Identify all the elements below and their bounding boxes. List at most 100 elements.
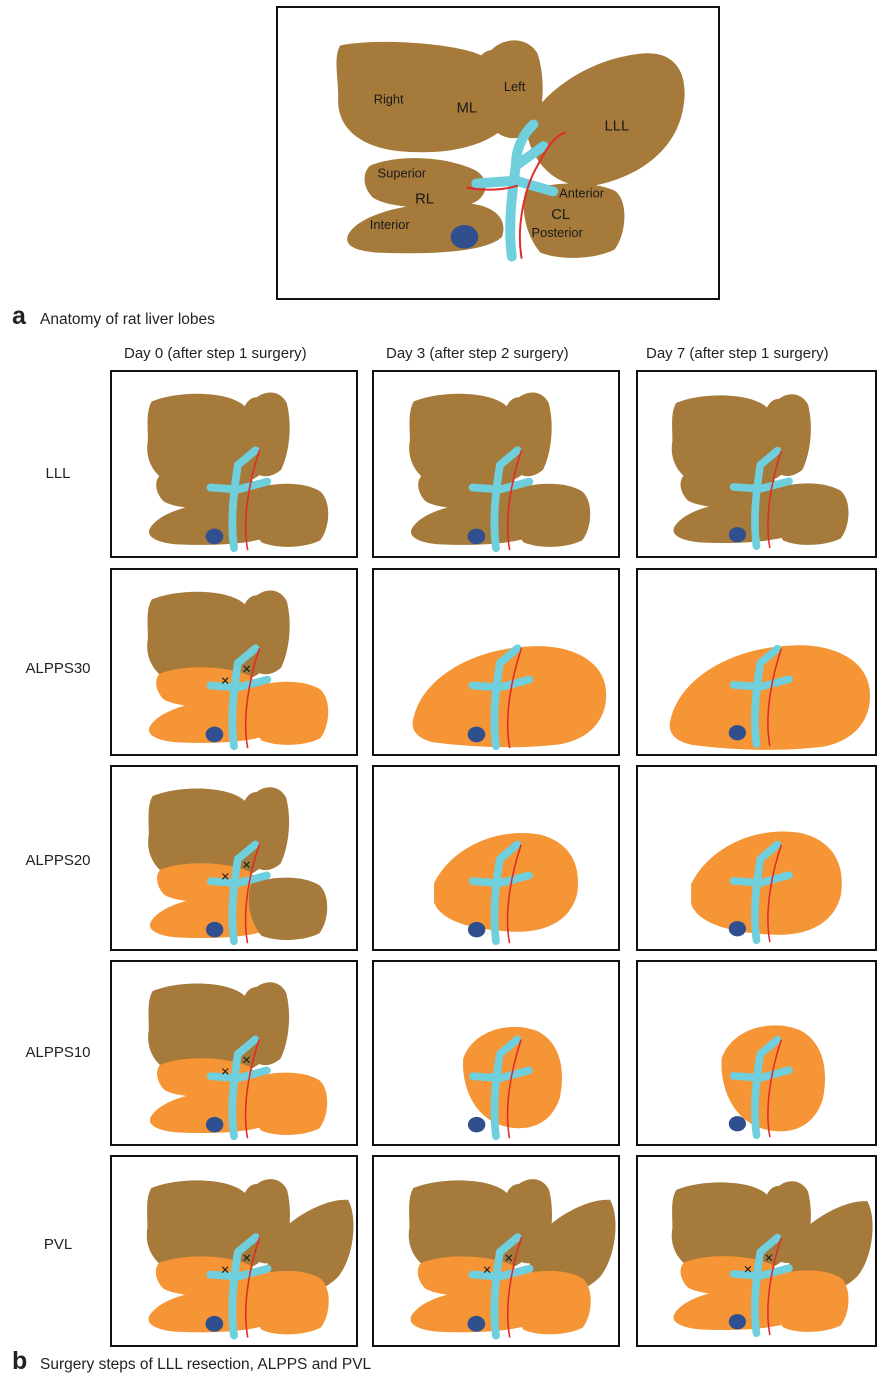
cl-lobe	[249, 1073, 327, 1135]
liver-diagram	[638, 1157, 875, 1345]
cell-lll-day7	[636, 370, 877, 558]
ivc	[206, 529, 224, 545]
panel-b-caption: Surgery steps of LLL resection, ALPPS an…	[40, 1356, 371, 1374]
cell-alpps20-day7	[636, 765, 877, 951]
cell-lll-day0	[110, 370, 358, 558]
liver-sketch	[147, 591, 328, 749]
liver-sketch	[672, 394, 849, 548]
left-lobe	[246, 787, 289, 870]
liver-diagram	[374, 570, 618, 754]
left-lobe	[768, 394, 811, 476]
cell-alpps10-day7	[636, 960, 877, 1146]
cell-alpps30-day3	[372, 568, 620, 756]
row-label-pvl: PVL	[18, 1236, 98, 1253]
liver-sketch	[147, 1179, 354, 1337]
cl-lobe	[249, 1271, 329, 1334]
row-label-alpps10: ALPPS10	[18, 1044, 98, 1061]
liver-sketch	[670, 645, 870, 750]
liver-sketch	[463, 1027, 562, 1138]
cl-lobe	[511, 484, 590, 547]
liver-diagram	[112, 1157, 356, 1345]
label-cl: CL	[551, 207, 570, 223]
liver-diagram	[374, 372, 618, 556]
label-posterior: Posterior	[532, 225, 584, 240]
cl-lobe	[511, 1271, 591, 1334]
ivc	[206, 727, 224, 743]
row-label-lll: LLL	[18, 465, 98, 482]
cell-pvl-day7	[636, 1155, 877, 1347]
left-lobe	[246, 982, 289, 1065]
cl-lobe	[249, 484, 328, 547]
liver-sketch	[434, 833, 578, 943]
left-lobe	[246, 591, 290, 675]
cell-lll-day3	[372, 370, 620, 558]
column-header-day7: Day 7 (after step 1 surgery)	[646, 345, 829, 362]
ivc	[467, 1316, 485, 1332]
label-ml: ML	[457, 101, 478, 117]
label-right: Right	[374, 92, 404, 107]
liver-diagram	[112, 372, 356, 556]
cl-lobe	[771, 1270, 848, 1332]
ivc	[206, 1117, 223, 1132]
ivc	[206, 922, 223, 937]
liver-sketch	[691, 831, 842, 942]
liver-sketch	[147, 393, 328, 551]
ivc	[468, 922, 485, 937]
label-anterior: Anterior	[559, 185, 605, 200]
liver-sketch	[722, 1025, 826, 1137]
ivc	[205, 1316, 223, 1332]
left-lobe	[508, 393, 552, 477]
column-header-day0: Day 0 (after step 1 surgery)	[124, 345, 307, 362]
liver-diagram	[112, 767, 356, 949]
panel-a-letter: a	[12, 302, 26, 331]
panel-a-caption: Anatomy of rat liver lobes	[40, 311, 215, 329]
cell-alpps30-day0	[110, 568, 358, 756]
liver-sketch	[148, 982, 327, 1138]
liver-sketch	[413, 646, 607, 748]
liver-sketch	[148, 787, 327, 943]
left-lobe	[246, 393, 290, 477]
cell-alpps10-day3	[372, 960, 620, 1146]
liver-diagram	[112, 570, 356, 754]
cell-pvl-day0	[110, 1155, 358, 1347]
ivc	[729, 1116, 746, 1131]
panel-b-letter: b	[12, 1347, 27, 1376]
cell-pvl-day3	[372, 1155, 620, 1347]
row-label-alpps30: ALPPS30	[18, 660, 98, 677]
liver-diagram	[638, 962, 875, 1144]
anatomy-diagram: Right ML Left LLL Superior RL Interior A…	[278, 8, 718, 298]
label-interior: Interior	[370, 217, 411, 232]
ivc	[729, 1314, 746, 1329]
liver-diagram	[638, 767, 875, 949]
label-superior: Superior	[378, 166, 427, 181]
liver-diagram	[112, 962, 356, 1144]
cell-alpps30-day7	[636, 568, 877, 756]
label-rl: RL	[415, 191, 434, 207]
liver-diagram	[374, 1157, 618, 1345]
ivc	[451, 225, 479, 249]
liver-diagram	[374, 767, 618, 949]
anatomy-panel: Right ML Left LLL Superior RL Interior A…	[276, 6, 720, 300]
right-lobe	[336, 42, 507, 152]
liver-sketch	[672, 1181, 873, 1335]
ivc	[468, 1117, 485, 1132]
row-label-alpps20: ALPPS20	[18, 852, 98, 869]
liver-diagram	[638, 570, 875, 754]
ivc	[468, 727, 486, 743]
liver-sketch	[409, 393, 590, 551]
cell-alpps20-day3	[372, 765, 620, 951]
cell-alpps20-day0	[110, 765, 358, 951]
label-lll: LLL	[605, 118, 630, 134]
cl-lobe	[771, 483, 848, 545]
cl-lobe	[249, 682, 328, 745]
column-header-day3: Day 3 (after step 2 surgery)	[386, 345, 569, 362]
ivc	[468, 529, 486, 545]
liver-diagram	[638, 372, 875, 556]
cl-lobe	[249, 878, 327, 940]
ivc	[729, 921, 746, 936]
label-left: Left	[504, 79, 526, 94]
cell-alpps10-day0	[110, 960, 358, 1146]
ivc	[729, 725, 746, 740]
ivc	[729, 527, 746, 542]
liver-sketch	[409, 1179, 616, 1337]
